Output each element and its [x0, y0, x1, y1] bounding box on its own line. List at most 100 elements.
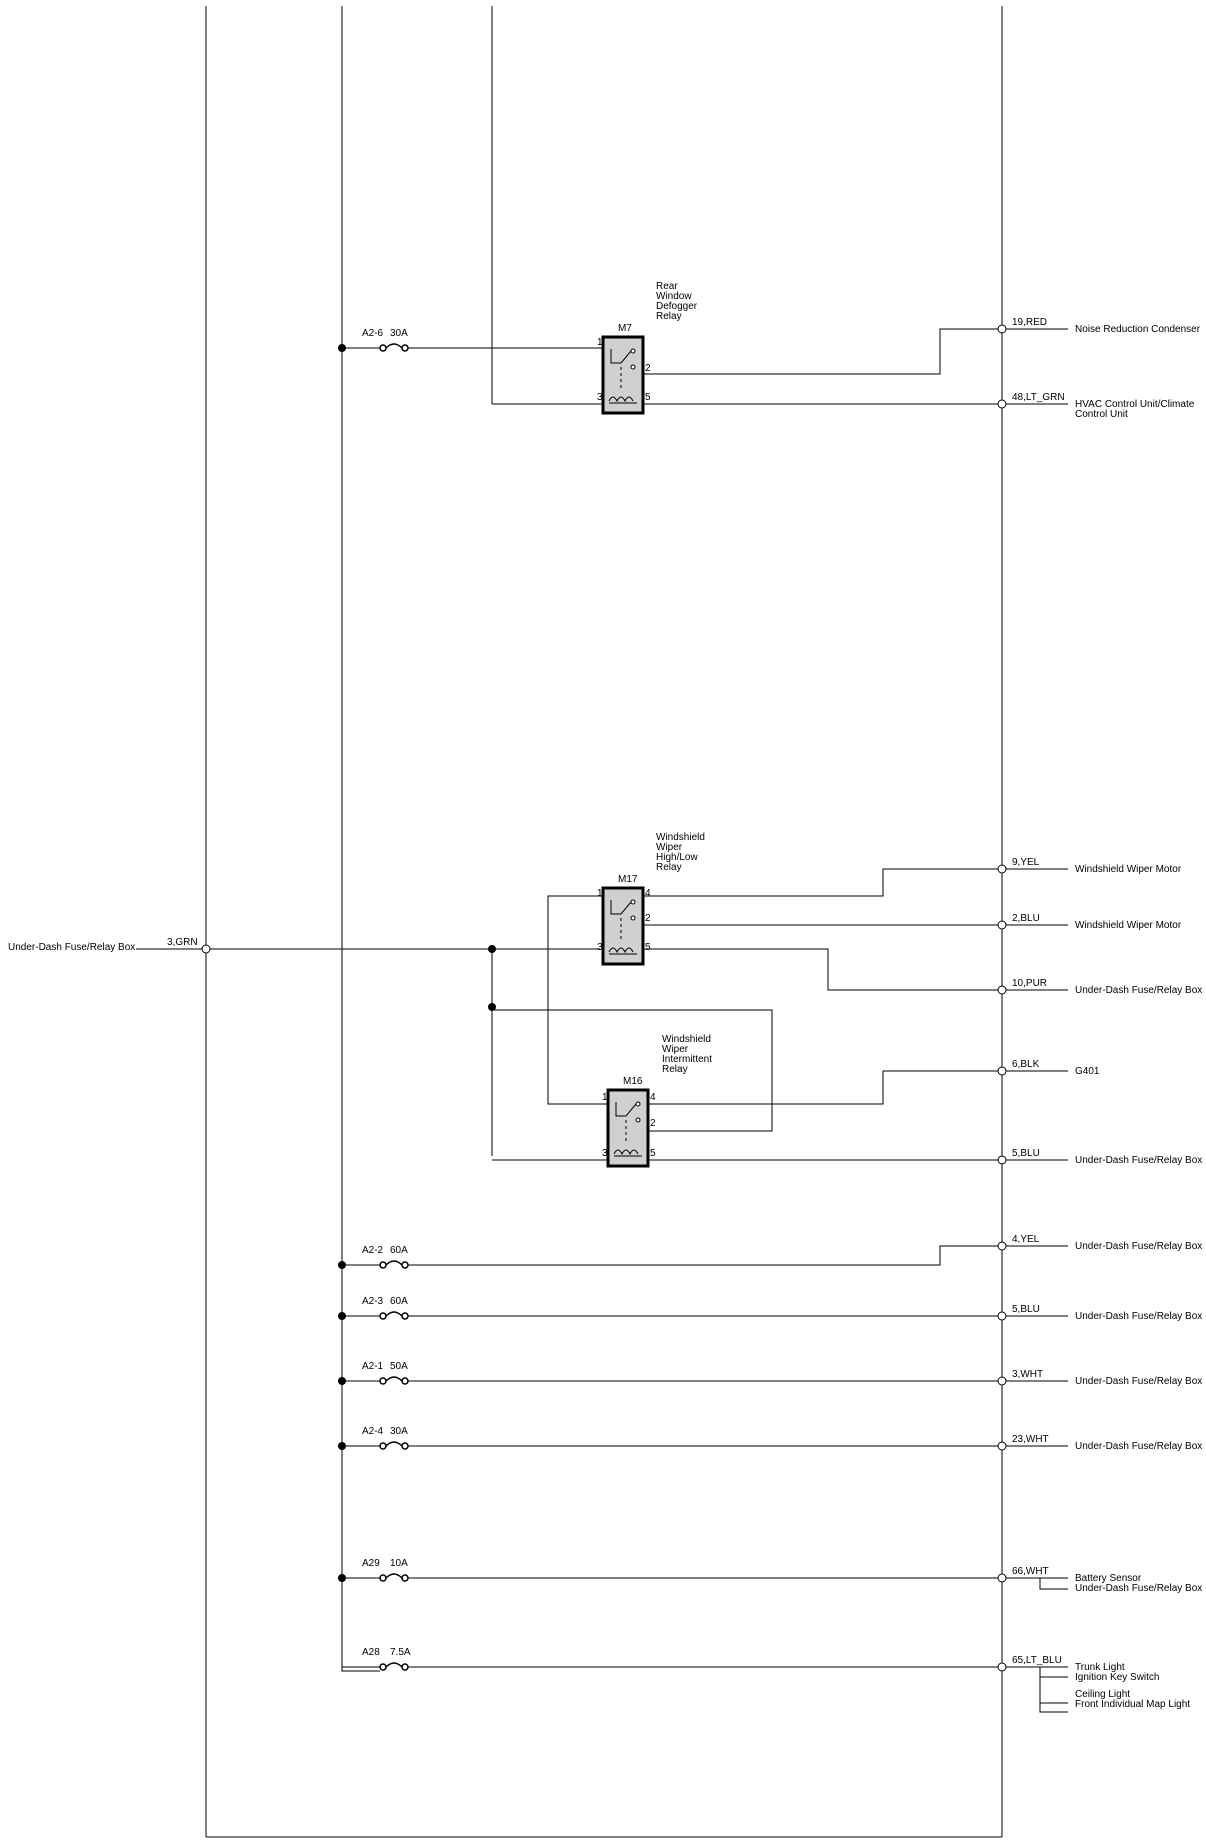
output-connector [997, 985, 1007, 995]
junction-dots [338, 344, 496, 1582]
relay-pin-label: 5 [645, 942, 651, 953]
output-pin-label: 2,BLU [1012, 913, 1040, 924]
relay-body [606, 1088, 650, 1168]
output-connector [997, 1441, 1007, 1451]
relay-id-label: M7 [618, 323, 632, 334]
output-dest-label: G401 [1075, 1066, 1100, 1077]
fuse-terminal [379, 344, 387, 352]
fuse-rating-label: 7.5A [390, 1647, 411, 1658]
relay-name-line: Relay [656, 311, 682, 322]
m16-pin2-wire [492, 1009, 773, 1132]
fuse-terminal [379, 1442, 387, 1450]
output-dest-label: Trunk Light [1075, 1662, 1125, 1673]
output-dest-label: Under-Dash Fuse/Relay Box [1075, 1155, 1202, 1166]
junction-dot [338, 1574, 346, 1582]
fuse-id-label: A2-6 [362, 328, 384, 339]
wires [136, 6, 1068, 1838]
junction-dot [338, 1442, 346, 1450]
fuse-rating-label: 60A [390, 1296, 408, 1307]
relay-name-line: Wiper [656, 842, 683, 853]
output-dest-label: Under-Dash Fuse/Relay Box [1075, 1583, 1202, 1594]
output-connector [997, 1376, 1007, 1386]
contact-point [630, 348, 636, 354]
relay-pin-label: 4 [650, 1092, 656, 1103]
relay-m17 [601, 886, 645, 966]
fuse-id-label: A29 [362, 1558, 380, 1569]
output-dest-label: Windshield Wiper Motor [1075, 864, 1182, 875]
output-dest-label: Noise Reduction Condenser [1075, 324, 1201, 335]
relay-pin-label: 5 [650, 1148, 656, 1159]
fuse-terminal [401, 1663, 409, 1671]
fuse-rating-label: 10A [390, 1558, 408, 1569]
relay-pin-label: 2 [645, 363, 651, 374]
junction-dot [338, 1312, 346, 1320]
fuse-a2-2 [379, 1260, 409, 1269]
m17-pin4-wire [643, 868, 998, 897]
output-pin-label: 4,YEL [1012, 1234, 1040, 1245]
output-connector [997, 1155, 1007, 1165]
output-dest-label: Under-Dash Fuse/Relay Box [1075, 985, 1202, 996]
fuse-id-label: A2-2 [362, 1245, 384, 1256]
switch-contact [615, 1102, 637, 1117]
relay-name-line: Relay [662, 1064, 688, 1075]
output-connector [997, 1573, 1007, 1583]
fuse-terminal [379, 1663, 387, 1671]
output-connector [997, 1241, 1007, 1251]
output-pin-label: 65,LT_BLU [1012, 1655, 1062, 1666]
junction-dot [338, 1261, 346, 1269]
connectors [201, 324, 1007, 1672]
contact-point [630, 915, 636, 921]
fuse-id-label: A2-3 [362, 1296, 384, 1307]
relay-name-line: Intermittent [662, 1054, 712, 1065]
fuse-element [385, 1441, 403, 1447]
relay-name-line: Rear [656, 281, 678, 292]
input-label: Under-Dash Fuse/Relay Box [8, 942, 135, 953]
output-dest-label: Under-Dash Fuse/Relay Box [1075, 1376, 1202, 1387]
fuse-rating-label: 60A [390, 1245, 408, 1256]
output-connector [997, 399, 1007, 409]
fuse-id-label: A2-1 [362, 1361, 384, 1372]
input-connector [201, 944, 211, 954]
relay-pin-label: 1 [597, 888, 603, 899]
fuse-terminal [379, 1312, 387, 1320]
output-dest-label: Ignition Key Switch [1075, 1672, 1160, 1683]
fuse-rating-label: 50A [390, 1361, 408, 1372]
relay-pin-label: 3 [597, 942, 603, 953]
output-branch-wire [1039, 1578, 1068, 1590]
output-connector [997, 1066, 1007, 1076]
relays [601, 335, 650, 1168]
coil [608, 947, 634, 954]
fuse-a2-4 [379, 1441, 409, 1450]
relay-pin-label: 3 [602, 1148, 608, 1159]
relay-name-line: Windshield [656, 832, 705, 843]
fuse-out-wire [408, 1245, 998, 1266]
fuses [379, 343, 409, 1671]
fuse-in-wire [341, 1664, 380, 1672]
switch-contact [610, 900, 632, 915]
m17-pin5-wire [643, 948, 998, 991]
output-pin-label: 5,BLU [1012, 1304, 1040, 1315]
m17-to-m16-wire [547, 895, 608, 1105]
fuse-element [385, 1573, 403, 1579]
relay-name-line: Windshield [662, 1034, 711, 1045]
relay-pin-label: 2 [645, 913, 651, 924]
junction-dot [488, 1003, 496, 1011]
relay-pin-label: 5 [645, 392, 651, 403]
fuse-element [385, 1376, 403, 1382]
output-dest-label: Under-Dash Fuse/Relay Box [1075, 1241, 1202, 1252]
output-pin-label: 3,WHT [1012, 1369, 1043, 1380]
junction-dot [488, 945, 496, 953]
fuse-element [385, 343, 403, 349]
output-dest-label: Under-Dash Fuse/Relay Box [1075, 1311, 1202, 1322]
output-pin-label: 5,BLU [1012, 1148, 1040, 1159]
fuse-terminal [379, 1574, 387, 1582]
relay-id-label: M17 [618, 874, 638, 885]
output-dest-label: Windshield Wiper Motor [1075, 920, 1182, 931]
relay-body [601, 335, 645, 415]
fuse-element [385, 1662, 403, 1668]
fuse-terminal [401, 1261, 409, 1269]
contact-point [630, 899, 636, 905]
switch-contact [610, 349, 632, 364]
output-branch-wire [1039, 1667, 1068, 1713]
